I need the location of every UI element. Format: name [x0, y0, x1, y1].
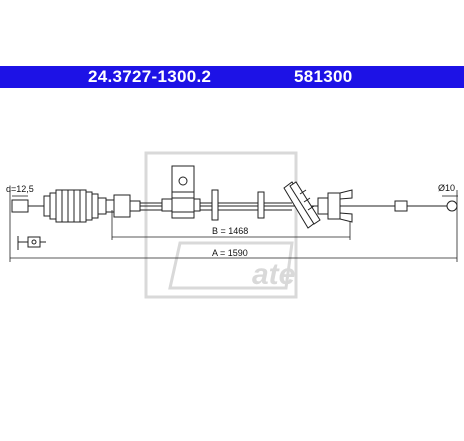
bellows-boot [43, 189, 107, 223]
left-diameter-label: d=12,5 [6, 184, 34, 194]
detail-inset [17, 236, 46, 250]
reference-number: 581300 [294, 67, 353, 86]
length-b-label: B = 1468 [212, 226, 248, 236]
angled-guide [283, 181, 321, 229]
adjuster-sleeve [113, 194, 131, 218]
watermark-logo-plate [168, 241, 294, 290]
watermark: ate [144, 151, 298, 299]
grommet [171, 191, 195, 219]
right-diameter-label: Ø10 [438, 183, 455, 193]
length-a-label: A = 1590 [212, 248, 248, 258]
right-crimp [394, 200, 408, 212]
watermark-frame [144, 151, 298, 299]
sleeve-tip [129, 200, 141, 212]
ferrule [105, 199, 115, 213]
right-fitting-body [317, 197, 329, 215]
ring-clip-2 [257, 191, 265, 219]
watermark-logo-text: ate [252, 258, 295, 291]
retaining-clip-bottom [339, 212, 353, 223]
mounting-bracket [171, 165, 195, 193]
left-end-fitting [11, 199, 29, 213]
title-bar: 24.3727-1300.2 581300 [0, 66, 464, 88]
bracket-hole [178, 176, 188, 186]
right-end-nipple [446, 200, 458, 212]
retaining-clip-top [339, 189, 353, 200]
right-fitting-collar [327, 192, 341, 220]
dimension-lines [9, 190, 458, 262]
part-number: 24.3727-1300.2 [88, 67, 212, 86]
cable-assembly [11, 165, 458, 229]
ring-clip-1 [211, 189, 219, 221]
